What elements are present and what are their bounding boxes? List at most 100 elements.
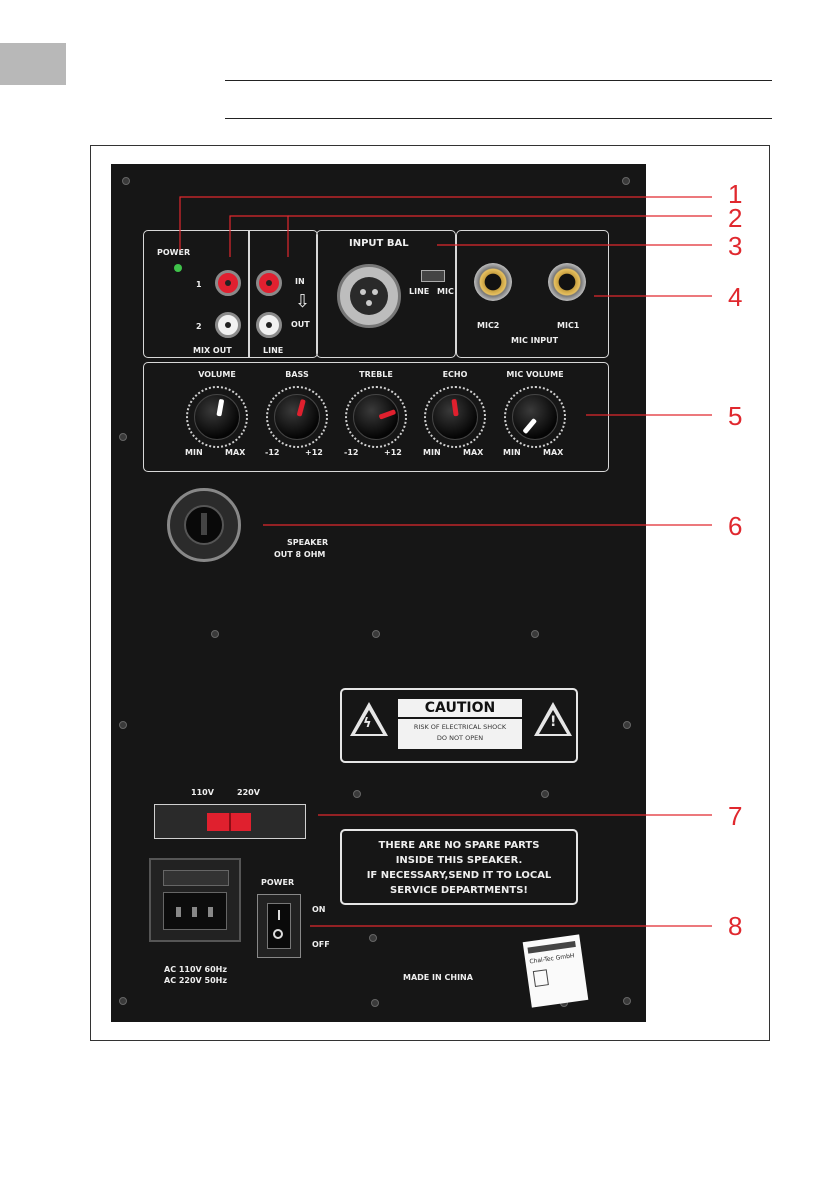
knob-max-label: +12: [305, 448, 323, 457]
knob-dial[interactable]: [353, 394, 399, 440]
arrow-down-icon: ⇩: [295, 291, 311, 312]
knob-min-label: MIN: [185, 448, 203, 457]
power-label: POWER: [157, 248, 191, 257]
knob-scale: [186, 386, 248, 448]
knob-echo: ECHO MIN MAX: [415, 370, 495, 470]
knob-max-label: +12: [384, 448, 402, 457]
knob-scale: [424, 386, 486, 448]
power-on-label: ON: [312, 905, 326, 914]
notice-line-4: SERVICE DEPARTMENTS!: [390, 885, 528, 896]
control-section: [143, 362, 609, 472]
notice-line-1: THERE ARE NO SPARE PARTS: [378, 840, 540, 851]
line-white-jack[interactable]: [256, 312, 282, 338]
knob-min-label: -12: [344, 448, 359, 457]
caution-text: RISK OF ELECTRICAL SHOCK DO NOT OPEN: [398, 719, 522, 749]
screw-icon: [119, 721, 127, 729]
caution-sticker: ϟ ! CAUTION RISK OF ELECTRICAL SHOCK DO …: [340, 688, 578, 763]
mic2-jack[interactable]: [474, 263, 512, 301]
screw-icon: [369, 934, 377, 942]
caution-line-1: RISK OF ELECTRICAL SHOCK: [413, 723, 507, 731]
speaker-back-panel: POWER 1 2 MIX OUT IN ⇩ OUT LINE INPUT BA…: [111, 164, 646, 1022]
callout-number: 6: [728, 511, 743, 541]
callout-number: 4: [728, 282, 743, 312]
mic2-label: MIC2: [477, 321, 500, 330]
knob-max-label: MAX: [463, 448, 484, 457]
screw-icon: [372, 630, 380, 638]
mic-input-label: MIC INPUT: [511, 336, 559, 345]
callout-number: 5: [728, 401, 743, 431]
channel-2-label: 2: [196, 322, 202, 331]
knob-label: BASS: [285, 370, 309, 379]
knob-dial[interactable]: [432, 394, 478, 440]
fuse-drawer[interactable]: [163, 870, 229, 886]
callout-number: 1: [728, 179, 743, 209]
knob-scale: [504, 386, 566, 448]
knob-mic-volume: MIC VOLUME MIN MAX: [495, 370, 575, 470]
screw-icon: [122, 177, 130, 185]
knob-dial[interactable]: [194, 394, 240, 440]
callout-number: 3: [728, 231, 743, 261]
mic1-jack[interactable]: [548, 263, 586, 301]
input-bal-section: [316, 230, 456, 358]
switch-line-label: LINE: [409, 287, 430, 296]
line-label: LINE: [263, 346, 284, 355]
knob-dial[interactable]: [512, 394, 558, 440]
mix-out-white-jack[interactable]: [215, 312, 241, 338]
knob-max-label: MAX: [543, 448, 564, 457]
screw-icon: [541, 790, 549, 798]
figure-frame: [90, 145, 770, 1041]
knob-scale: [345, 386, 407, 448]
knob-min-label: MIN: [423, 448, 441, 457]
mix-out-label: MIX OUT: [193, 346, 232, 355]
section-tab: [0, 43, 66, 85]
lightning-icon: ϟ: [363, 716, 372, 731]
ac-rating-line-2: AC 220V 50Hz: [164, 976, 228, 985]
caution-title: CAUTION: [398, 699, 522, 717]
knob-label: VOLUME: [198, 370, 236, 379]
screw-icon: [353, 790, 361, 798]
voltage-110-label: 110V: [191, 788, 214, 797]
notice-line-2: INSIDE THIS SPEAKER.: [395, 855, 523, 866]
knob-min-label: MIN: [503, 448, 521, 457]
callout-number: 8: [728, 911, 743, 941]
mic1-label: MIC1: [557, 321, 580, 330]
knob-dial[interactable]: [274, 394, 320, 440]
line-mic-switch[interactable]: [421, 270, 445, 282]
voltage-220-label: 220V: [237, 788, 260, 797]
knob-scale: [266, 386, 328, 448]
knob-label: TREBLE: [359, 370, 393, 379]
knob-volume: VOLUME MIN MAX: [177, 370, 257, 470]
ac-rating-line-1: AC 110V 60Hz: [164, 965, 228, 974]
made-in-label: MADE IN CHINA: [403, 973, 473, 982]
speaker-ohm-label: OUT 8 OHM: [274, 550, 326, 559]
switch-mic-label: MIC: [437, 287, 454, 296]
xlr-input-jack[interactable]: [337, 264, 401, 328]
knob-treble: TREBLE -12 +12: [336, 370, 416, 470]
in-label: IN: [295, 277, 305, 286]
screw-icon: [531, 630, 539, 638]
knob-min-label: -12: [265, 448, 280, 457]
header-rule-bottom: [225, 118, 772, 119]
knob-label: ECHO: [442, 370, 468, 379]
notice-sticker: THERE ARE NO SPARE PARTS INSIDE THIS SPE…: [340, 829, 578, 905]
speakon-output-jack[interactable]: [167, 488, 241, 562]
exclamation-icon: !: [550, 714, 557, 730]
mix-out-red-jack[interactable]: [215, 270, 241, 296]
divider: [248, 230, 250, 358]
ac-power-inlet[interactable]: [149, 858, 241, 942]
knob-label: MIC VOLUME: [506, 370, 564, 379]
channel-1-label: 1: [196, 280, 202, 289]
caution-line-2: DO NOT OPEN: [436, 734, 484, 742]
power-led-icon: [174, 264, 182, 272]
mic-input-section: [456, 230, 609, 358]
screw-icon: [622, 177, 630, 185]
line-red-jack[interactable]: [256, 270, 282, 296]
screw-icon: [623, 721, 631, 729]
knob-bass: BASS -12 +12: [257, 370, 337, 470]
power-rocker-switch[interactable]: [257, 894, 301, 958]
speaker-out-label: SPEAKER: [287, 538, 329, 547]
knob-max-label: MAX: [225, 448, 246, 457]
screw-icon: [119, 997, 127, 1005]
screw-icon: [119, 433, 127, 441]
